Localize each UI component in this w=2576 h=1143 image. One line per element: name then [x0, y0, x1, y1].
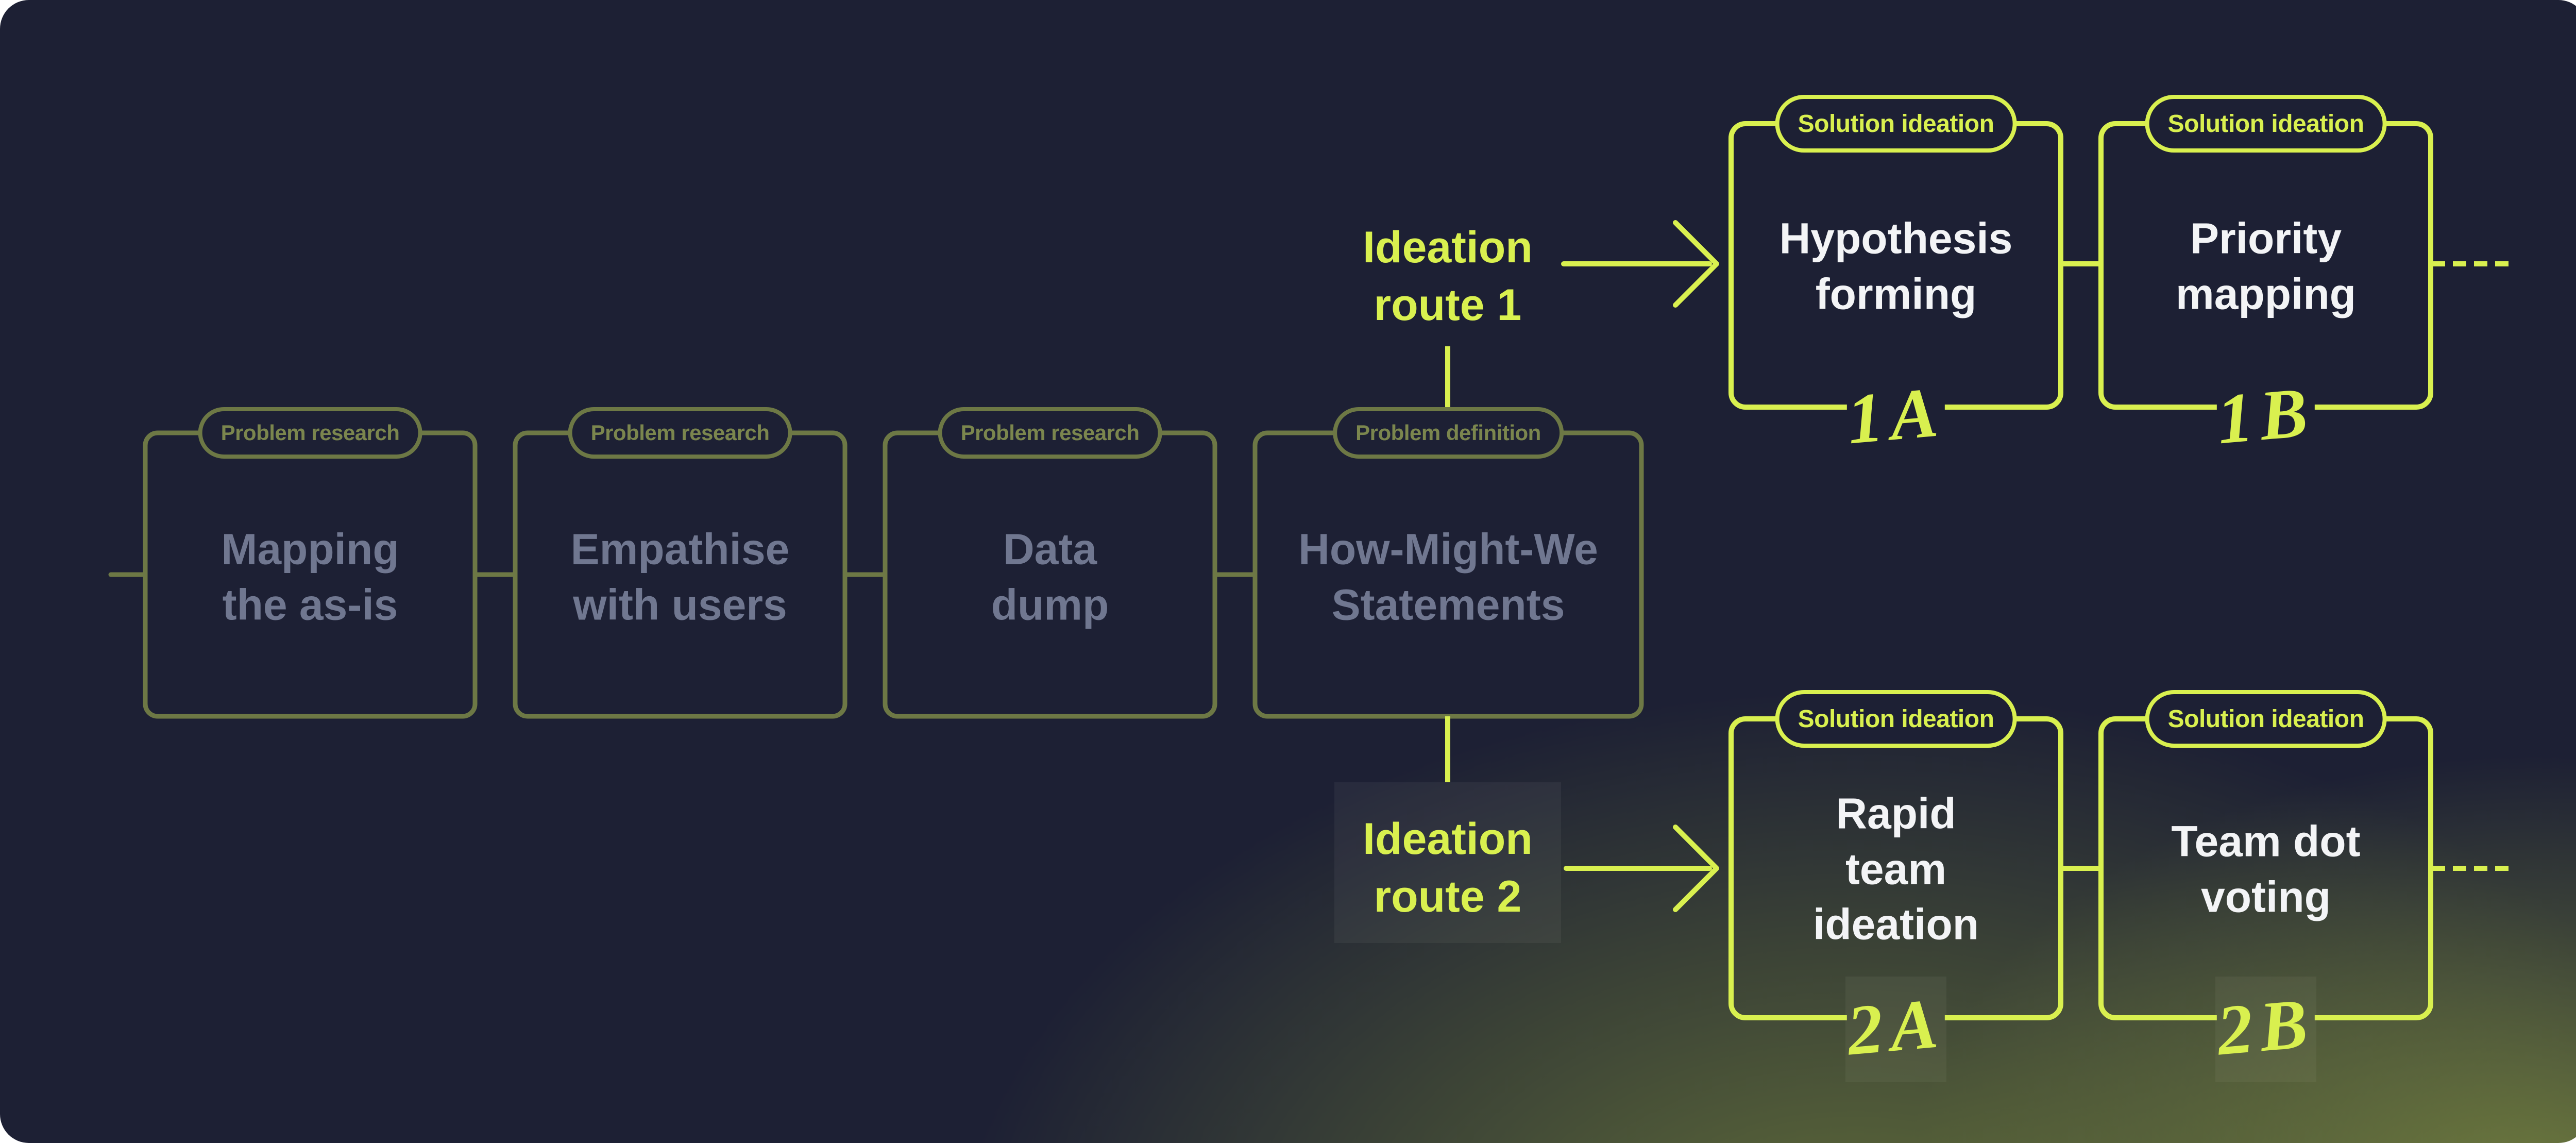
code-2b-highlight-patch	[2215, 977, 2316, 1082]
step-code-1a: 1A	[1844, 372, 1948, 459]
pill-solution-ideation-1b: Solution ideation	[2145, 95, 2387, 153]
box-title-data-dump: Data dump	[991, 525, 1109, 629]
pill-solution-ideation-2a: Solution ideation	[1775, 690, 2017, 748]
pill-problem-research-1: Problem research	[198, 407, 422, 459]
box-title-team-dot-voting: Team dot voting	[2171, 817, 2361, 921]
box-title-empathise-with-users: Empathise with users	[570, 525, 790, 629]
step-code-2b: 2B	[2214, 983, 2318, 1070]
route-2-arrowhead-icon	[1673, 825, 1719, 912]
step-code-2a: 2A	[1844, 983, 1948, 1070]
step-code-1b: 1B	[2214, 372, 2318, 459]
box-title-how-might-we-statements: How-Might-We Statements	[1298, 525, 1598, 629]
route-2-highlight-panel	[1334, 782, 1561, 943]
box-title-priority-mapping: Priority mapping	[2176, 214, 2356, 318]
pill-problem-research-3: Problem research	[938, 407, 1162, 459]
box-title-hypothesis-forming: Hypothesis forming	[1779, 214, 2013, 318]
route-1-arrowhead-icon	[1673, 220, 1719, 308]
box-title-mapping-the-as-is: Mapping the as-is	[221, 525, 399, 629]
pill-problem-research-2: Problem research	[568, 407, 792, 459]
pill-solution-ideation-1a: Solution ideation	[1775, 95, 2017, 153]
code-2a-highlight-patch	[1845, 977, 1946, 1082]
box-title-rapid-team-ideation: Rapid team ideation	[1812, 789, 1979, 949]
pill-problem-definition: Problem definition	[1333, 407, 1564, 459]
route-1-label: Ideation route 1	[1363, 223, 1533, 330]
route-2-label: Ideation route 2	[1363, 814, 1533, 921]
pill-solution-ideation-2b: Solution ideation	[2145, 690, 2387, 748]
